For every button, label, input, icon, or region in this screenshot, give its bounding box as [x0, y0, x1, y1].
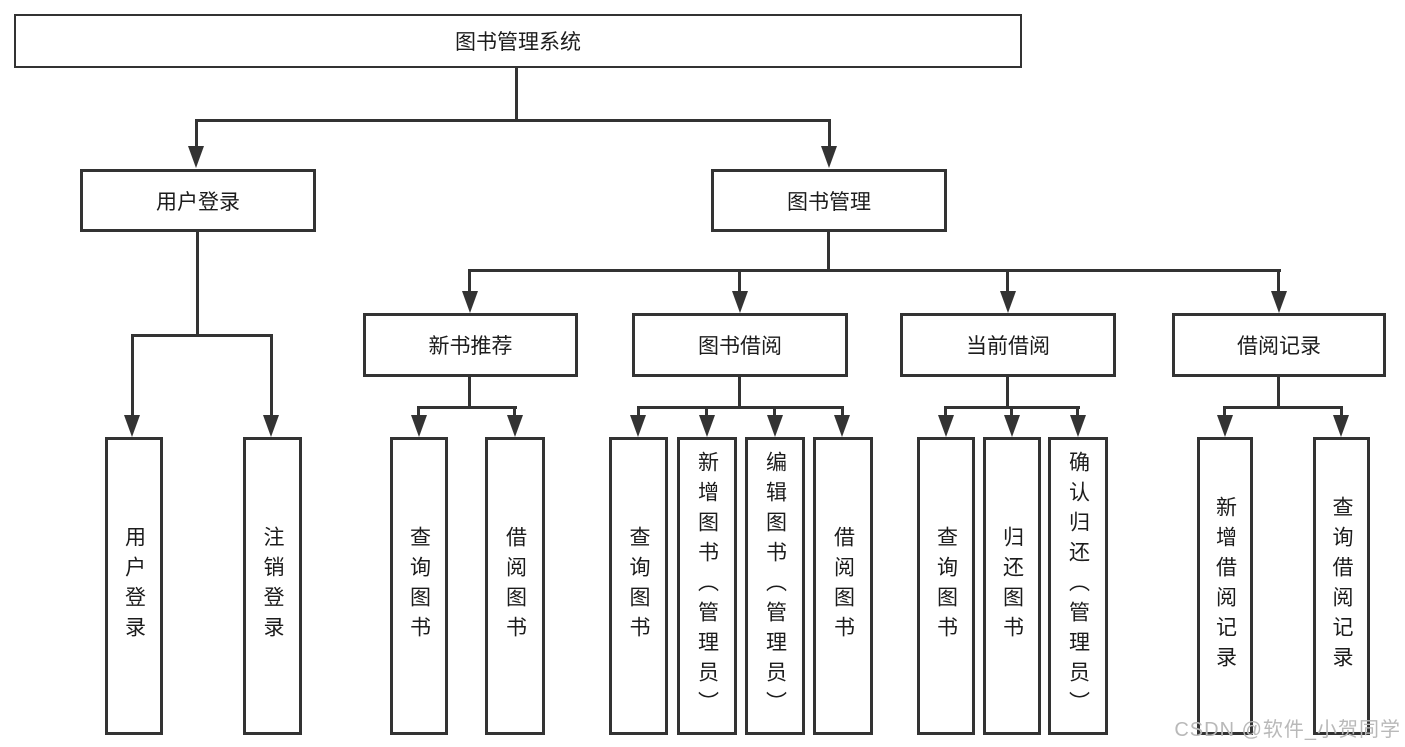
arrow-down-icon — [507, 415, 523, 437]
node-label: 图书管理 — [787, 190, 871, 214]
node-label: 查询图书 — [407, 526, 431, 646]
leaf-add-borrow-record: 新增借阅记录 — [1197, 437, 1253, 735]
arrow-down-icon — [767, 415, 783, 437]
node-label: 确认归还（管理员） — [1066, 451, 1090, 721]
connector-line — [196, 232, 199, 337]
arrow-down-icon — [124, 415, 140, 437]
connector-line — [1277, 377, 1280, 409]
connector-line — [1076, 406, 1079, 418]
arrow-down-icon — [732, 291, 748, 313]
arrow-down-icon — [938, 415, 954, 437]
connector-line — [1223, 406, 1343, 409]
arrow-down-icon — [1070, 415, 1086, 437]
node-label: 新增图书（管理员） — [695, 451, 719, 721]
connector-line — [738, 377, 741, 409]
node-label: 查询借阅记录 — [1330, 496, 1353, 676]
node-label: 借阅图书 — [831, 526, 855, 646]
arrow-down-icon — [1000, 291, 1016, 313]
connector-line — [1223, 406, 1226, 418]
arrow-down-icon — [411, 415, 427, 437]
leaf-edit-books-admin: 编辑图书（管理员） — [745, 437, 805, 735]
node-label: 当前借阅 — [966, 335, 1050, 358]
connector-line — [637, 406, 640, 418]
arrow-down-icon — [1271, 291, 1287, 313]
node-label: 编辑图书（管理员） — [763, 451, 787, 721]
leaf-user-login: 用户登录 — [105, 437, 163, 735]
connector-line — [828, 119, 831, 148]
node-book-management: 图书管理 — [711, 169, 947, 232]
node-current-borrowing: 当前借阅 — [900, 313, 1116, 377]
connector-line — [637, 406, 844, 409]
node-borrowing-records: 借阅记录 — [1172, 313, 1386, 377]
connector-line — [773, 406, 776, 418]
connector-line — [195, 119, 198, 148]
leaf-borrow-books-recommend: 借阅图书 — [485, 437, 545, 735]
connector-line — [195, 119, 831, 122]
node-label: 借阅记录 — [1237, 335, 1321, 358]
connector-line — [131, 334, 134, 418]
connector-line — [738, 269, 741, 294]
connector-line — [270, 334, 273, 418]
connector-line — [513, 406, 516, 418]
connector-line — [468, 377, 471, 409]
node-new-book-recommendation: 新书推荐 — [363, 313, 578, 377]
connector-line — [841, 406, 844, 418]
connector-line — [417, 406, 420, 418]
leaf-query-books-borrow: 查询图书 — [609, 437, 668, 735]
node-label: 归还图书 — [1000, 526, 1024, 646]
arrow-down-icon — [821, 146, 837, 168]
arrow-down-icon — [1333, 415, 1349, 437]
connector-line — [1340, 406, 1343, 418]
leaf-return-books: 归还图书 — [983, 437, 1041, 735]
node-label: 用户登录 — [122, 526, 146, 646]
connector-line — [1010, 406, 1013, 418]
leaf-add-books-admin: 新增图书（管理员） — [677, 437, 737, 735]
connector-line — [1277, 269, 1280, 294]
connector-line — [468, 269, 1281, 272]
connector-line — [1006, 377, 1009, 409]
arrow-down-icon — [699, 415, 715, 437]
node-library-management-system: 图书管理系统 — [14, 14, 1022, 68]
connector-line — [468, 269, 471, 294]
arrow-down-icon — [188, 146, 204, 168]
arrow-down-icon — [1217, 415, 1233, 437]
node-label: 新增借阅记录 — [1213, 496, 1237, 676]
leaf-logout: 注销登录 — [243, 437, 302, 735]
node-label: 注销登录 — [261, 526, 284, 646]
connector-line — [131, 334, 273, 337]
connector-line — [705, 406, 708, 418]
node-label: 图书借阅 — [698, 335, 782, 358]
node-label: 借阅图书 — [503, 526, 527, 646]
node-label: 图书管理系统 — [455, 31, 581, 54]
arrow-down-icon — [263, 415, 279, 437]
node-book-borrowing: 图书借阅 — [632, 313, 848, 377]
leaf-query-borrow-record: 查询借阅记录 — [1313, 437, 1370, 735]
connector-line — [417, 406, 517, 409]
node-label: 新书推荐 — [428, 335, 513, 358]
arrow-down-icon — [834, 415, 850, 437]
leaf-query-books-recommend: 查询图书 — [390, 437, 448, 735]
leaf-borrow-books: 借阅图书 — [813, 437, 873, 735]
arrow-down-icon — [462, 291, 478, 313]
connector-line — [515, 68, 518, 122]
csdn-watermark: CSDN @软件_小贺同学 — [1174, 719, 1401, 741]
connector-line — [1006, 269, 1009, 294]
node-label: 用户登录 — [156, 190, 240, 214]
connector-line — [827, 232, 830, 272]
node-label: 查询图书 — [934, 526, 958, 646]
leaf-query-books-current: 查询图书 — [917, 437, 975, 735]
node-label: 查询图书 — [627, 526, 650, 646]
arrow-down-icon — [1004, 415, 1020, 437]
arrow-down-icon — [630, 415, 646, 437]
connector-line — [944, 406, 947, 418]
node-user-login: 用户登录 — [80, 169, 316, 232]
leaf-confirm-return-admin: 确认归还（管理员） — [1048, 437, 1108, 735]
